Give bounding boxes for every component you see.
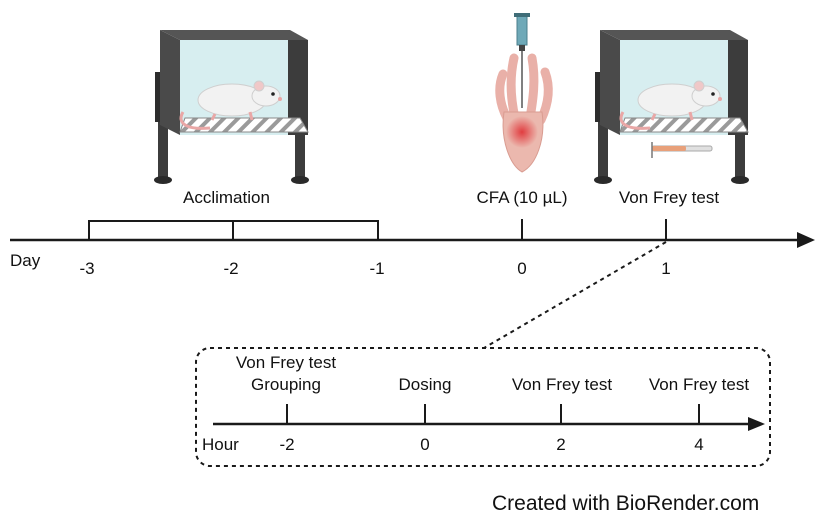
hour-detail-panel: Von Frey test Grouping Dosing Von Frey t…: [195, 347, 771, 467]
hour-tick-label: 2: [556, 435, 565, 454]
von-frey-day-label: Von Frey test: [619, 188, 719, 207]
cfa-label: CFA (10 µL): [476, 188, 567, 207]
acclimation-chamber-icon: [154, 30, 309, 184]
hour-tick-label: -2: [279, 435, 294, 454]
day-tick-label: -2: [223, 259, 238, 278]
dosing-label: Dosing: [399, 375, 452, 394]
day-axis-arrowhead: [797, 232, 815, 248]
von-frey-2h-label: Von Frey test: [512, 375, 612, 394]
grouping-label-line1: Von Frey test: [236, 353, 336, 372]
zoom-connector-line: [483, 241, 667, 349]
hour-axis-arrowhead: [748, 417, 765, 431]
von-frey-4h-label: Von Frey test: [649, 375, 749, 394]
detail-panel-border: [195, 347, 771, 467]
acclimation-label: Acclimation: [183, 188, 270, 207]
day-unit-label: Day: [10, 251, 41, 270]
hour-tick-label: 4: [694, 435, 703, 454]
grouping-label-line2: Grouping: [251, 375, 321, 394]
day-tick-label: 0: [517, 259, 526, 278]
day-timeline: Acclimation CFA (10 µL) Von Frey test Da…: [10, 188, 815, 278]
day-tick-label: 1: [661, 259, 670, 278]
hour-unit-label: Hour: [202, 435, 239, 454]
hour-tick-label: 0: [420, 435, 429, 454]
paw-injection-icon: [495, 13, 553, 173]
day-tick-label: -1: [369, 259, 384, 278]
day-tick-label: -3: [79, 259, 94, 278]
von-frey-chamber-icon: [594, 30, 749, 184]
biorender-credit: Created with BioRender.com: [492, 492, 760, 515]
